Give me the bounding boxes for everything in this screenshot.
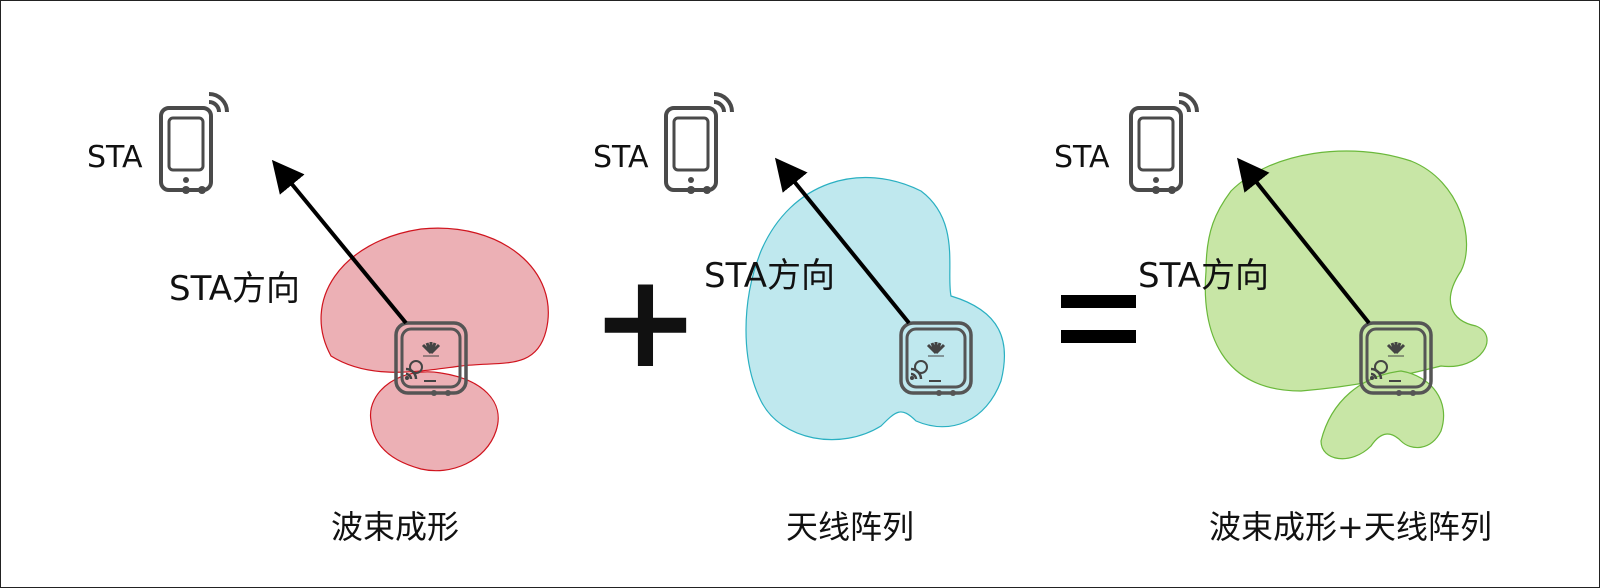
- smartphone-wifi-icon: [664, 92, 734, 196]
- caption: 波束成形+天线阵列: [1209, 508, 1492, 546]
- smartphone-wifi-icon: [159, 92, 229, 196]
- sta-label: STA: [593, 140, 649, 175]
- plus-operator: +: [591, 245, 700, 397]
- arrow-icon: [1237, 157, 1371, 325]
- caption: 天线阵列: [786, 508, 914, 546]
- equals-operator: =: [1, 1, 1136, 343]
- smartphone-wifi-icon: [1129, 92, 1199, 196]
- radiation-pattern: [745, 177, 1006, 441]
- arrow-icon: [271, 159, 408, 325]
- panel-beamforming: STA STA方向 波束成形: [87, 92, 549, 546]
- radiation-pattern-main-lobe: [1204, 150, 1488, 392]
- sta-label: STA: [1054, 140, 1110, 175]
- sta-direction-label: STA方向: [1138, 256, 1269, 296]
- sta-direction-label: STA方向: [169, 269, 300, 309]
- sta-direction-label: STA方向: [704, 256, 835, 296]
- arrow-icon: [774, 157, 911, 325]
- panel-combined: STA STA方向 波束成形+天线阵列: [1054, 92, 1492, 546]
- radiation-pattern-main-lobe: [320, 227, 549, 373]
- panel-antenna-array: STA STA方向 天线阵列: [593, 92, 1006, 546]
- caption: 波束成形: [331, 508, 459, 546]
- svg-text:=: =: [1, 1, 2, 2]
- sta-label: STA: [87, 140, 143, 175]
- radiation-pattern-back-lobe: [370, 371, 499, 472]
